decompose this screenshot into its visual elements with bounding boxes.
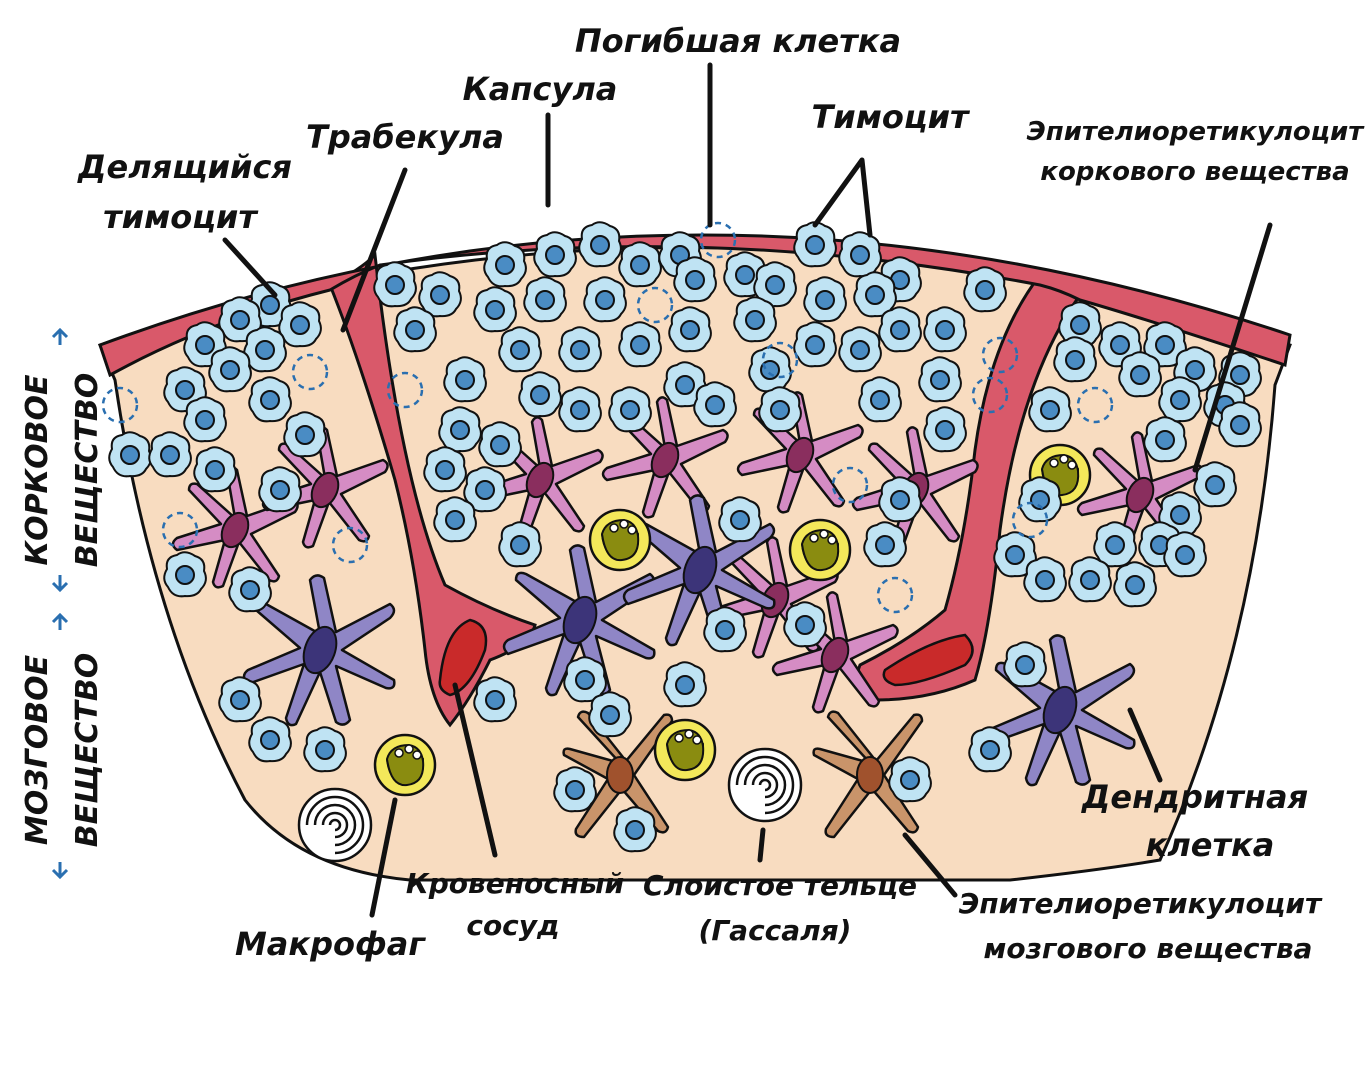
zone-cortex-line2: ВЕЩЕСТВО <box>70 373 105 567</box>
label-blood-vessel: Кровеносный <box>406 867 624 900</box>
label-dead-cell: Погибшая клетка <box>575 22 901 60</box>
macrophage-cell <box>788 518 852 582</box>
label-trabecula: Трабекула <box>306 118 504 156</box>
label-medullary-epithelial-2: мозгового вещества <box>984 932 1313 965</box>
zone-medulla-label: МОЗГОВОЕ ВЕЩЕСТВО <box>20 653 105 847</box>
hassall-corpuscle <box>297 787 373 863</box>
hassall-corpuscle <box>727 747 803 823</box>
label-cortical-epithelial: Эпителиоретикулоцит <box>1027 117 1366 147</box>
zone-cortex-line1: КОРКОВОЕ <box>20 374 55 565</box>
zone-medulla-line1: МОЗГОВОЕ <box>20 654 55 845</box>
macrophage-cell <box>588 508 652 572</box>
zone-arrows <box>51 327 69 880</box>
label-dividing-thymocyte: Делящийся <box>77 148 292 186</box>
label-thymocyte: Тимоцит <box>811 98 971 136</box>
label-medullary-epithelial: Эпителиоретикулоцит <box>959 887 1323 920</box>
blood-vessel-right <box>882 633 974 687</box>
label-dendritic-cell-2: клетка <box>1146 826 1275 864</box>
zone-cortex-label: КОРКОВОЕ ВЕЩЕСТВО <box>20 373 105 567</box>
macrophage-cell <box>653 718 717 782</box>
label-blood-vessel-2: сосуд <box>466 909 559 942</box>
trabecula-left <box>328 251 537 728</box>
zone-medulla-line2: ВЕЩЕСТВО <box>70 653 105 847</box>
label-hassall-corpuscle-2: (Гассаля) <box>699 914 852 947</box>
label-dividing-thymocyte-2: тимоцит <box>103 198 259 236</box>
macrophage-cell <box>373 733 437 797</box>
label-cortical-epithelial-2: коркового вещества <box>1040 157 1349 187</box>
label-hassall-corpuscle: Слоистое тельце <box>643 869 917 902</box>
label-macrophage: Макрофаг <box>235 925 426 963</box>
label-dendritic-cell: Дендритная <box>1081 778 1308 816</box>
leader-lines <box>222 62 1273 918</box>
label-capsule: Капсула <box>463 70 618 108</box>
blood-vessel-left <box>438 618 488 697</box>
